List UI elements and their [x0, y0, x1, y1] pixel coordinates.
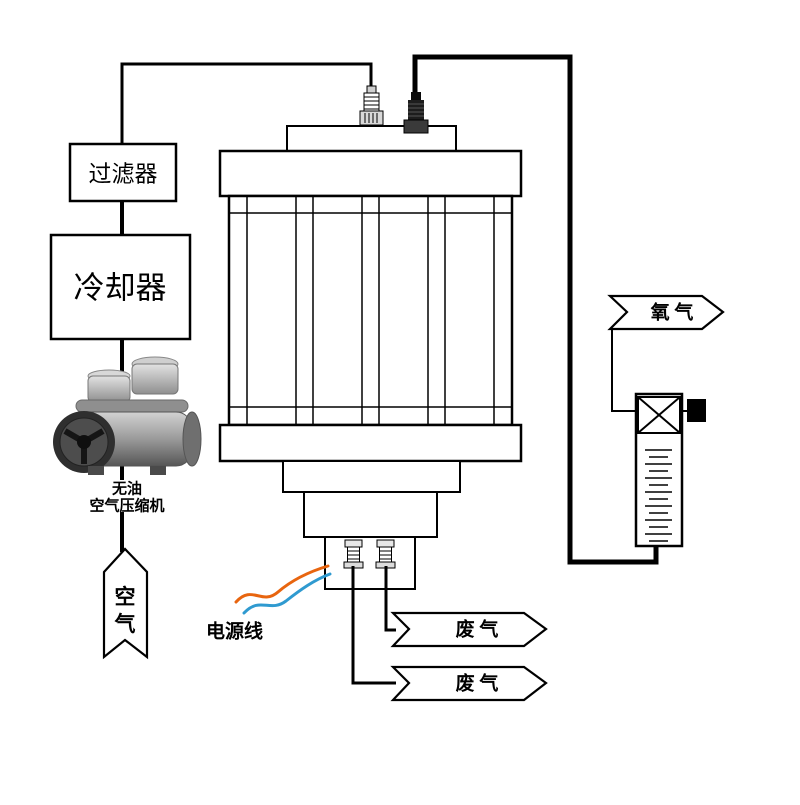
pipe-waste-left: [351, 566, 396, 685]
pipe-oxygen-thick: [412, 54, 659, 565]
compressor-end-cap: [182, 411, 202, 467]
oxygen-banner: 氧 气: [607, 294, 725, 331]
flow-meter-knob: [687, 399, 706, 422]
oxygen-banner-shape: [607, 294, 725, 331]
tower-top-left-fitting-icon: [359, 85, 384, 126]
power-cord-wires: [234, 564, 332, 615]
power-wire-orange: [234, 564, 330, 604]
compressor-rear-head: [131, 363, 179, 395]
waste-gas-banner-upper: 废 气: [390, 611, 548, 648]
cooler-box: 冷却器: [49, 233, 192, 341]
compressor-label-line2: 空气压缩机: [89, 497, 164, 515]
valve-cross-icon: [637, 396, 681, 434]
air-banner: 空 气: [102, 547, 149, 660]
air-banner-shape: [102, 547, 149, 660]
waste-pipes: [351, 566, 396, 685]
filter-box: 过滤器: [68, 142, 178, 203]
air-banner-char-top: 空: [115, 585, 136, 609]
tower-body: [227, 194, 514, 427]
compressor-foot-right: [150, 466, 166, 475]
power-cord-label: 电源线: [206, 620, 263, 643]
tower-body-lines: [229, 197, 512, 424]
sieve-tower: [218, 125, 523, 590]
filter-box-outline: [68, 142, 178, 203]
cooler-label: 冷却器: [74, 271, 167, 306]
tower-lower-section-2: [303, 491, 438, 538]
fan-hub: [77, 435, 91, 449]
waste-gas-banner-upper-label: 废 气: [456, 618, 499, 641]
pipe-oxygen-to-banner: [611, 330, 637, 412]
air-compressor-illustration: [53, 356, 202, 475]
waste-gas-banner-lower-shape: [390, 665, 548, 702]
power-wire-blue: [242, 572, 332, 615]
compressor-front-head: [87, 375, 131, 403]
cooler-box-outline: [49, 233, 192, 341]
tower-bottom-flange: [218, 423, 523, 463]
flow-meter-scale: [645, 449, 672, 542]
oxygen-banner-label: 氧 气: [651, 301, 694, 324]
tower-lower-section-1: [282, 460, 461, 493]
tower-bottom-right-fitting-icon: [375, 539, 396, 569]
tower-top-flange: [218, 149, 523, 198]
tower-bottom-box: [324, 536, 416, 590]
waste-gas-banner-upper-shape: [390, 611, 548, 648]
pipe-waste-right: [384, 566, 396, 632]
compressor-foot-left: [88, 466, 104, 475]
flow-meter: [634, 392, 706, 548]
waste-gas-banner-lower-label: 废 气: [456, 672, 499, 695]
compressor-label-line1: 无油: [111, 480, 142, 498]
tower-top-right-fitting-icon: [403, 92, 429, 134]
pipe-filter-to-tower-top: [120, 62, 373, 146]
compressor-manifold: [75, 399, 189, 413]
tower-top-plate: [286, 125, 457, 153]
compressor-label: 无油 空气压缩机: [89, 480, 164, 515]
waste-gas-banner-lower: 废 气: [390, 665, 548, 702]
filter-label: 过滤器: [89, 162, 158, 187]
air-banner-char-bottom: 气: [114, 612, 136, 636]
